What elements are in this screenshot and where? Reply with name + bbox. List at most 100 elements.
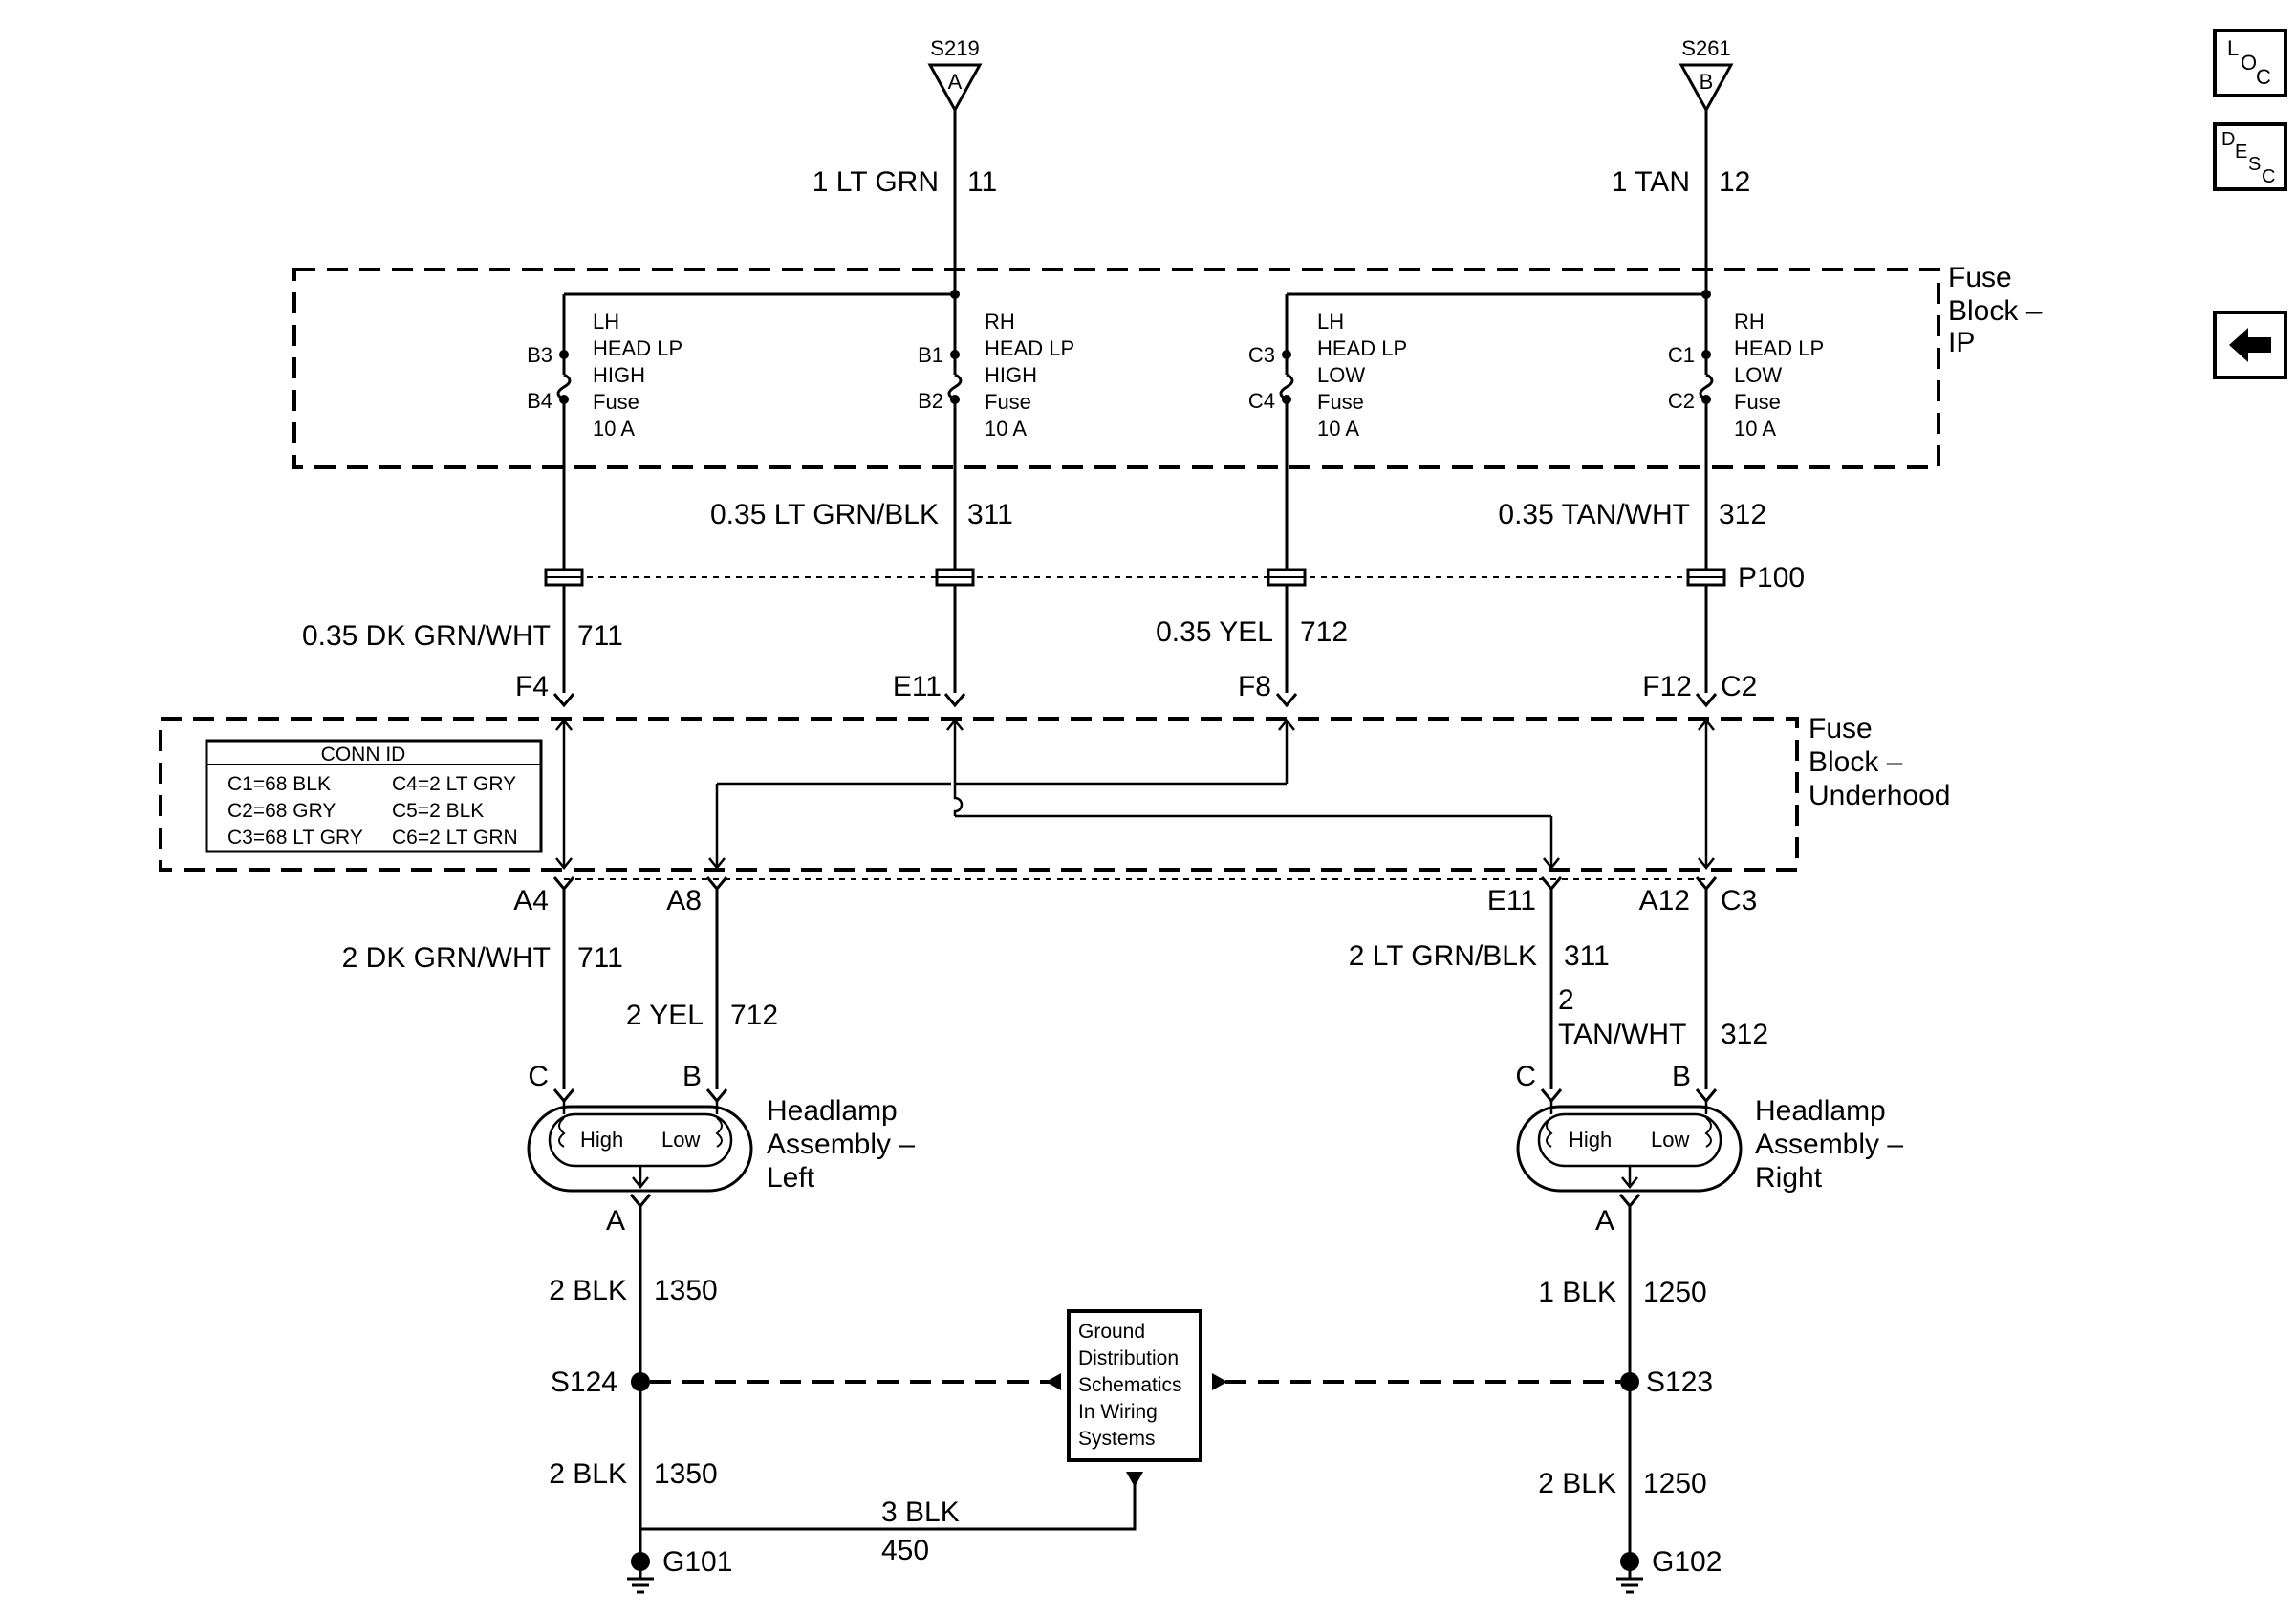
wire-312-number: 312 xyxy=(1719,499,1766,530)
wire-312b-gauge: 2 xyxy=(1558,984,1574,1016)
wire-711-number: 711 xyxy=(577,620,623,652)
svg-text:C4: C4 xyxy=(1248,389,1275,413)
back-button[interactable] xyxy=(2213,311,2287,379)
connector-p100-label: P100 xyxy=(1738,562,1805,593)
wire-1250-number-b: 1250 xyxy=(1643,1468,1707,1499)
pin-c3: C3 xyxy=(1721,885,1757,916)
fuse-block-underhood-outline xyxy=(159,717,1799,872)
underhood-internal-wiring xyxy=(555,718,1715,871)
pin-c2: C2 xyxy=(1721,671,1757,702)
pin-e11-top: E11 xyxy=(893,671,942,702)
svg-text:HIGH: HIGH xyxy=(593,363,645,387)
wire-712b-label: 2 YEL xyxy=(626,1000,704,1031)
wire-712-label: 0.35 YEL xyxy=(1156,616,1273,648)
svg-text:C1=68 BLK: C1=68 BLK xyxy=(227,773,331,795)
svg-text:C: C xyxy=(2256,65,2271,89)
wire-711b-label: 2 DK GRN/WHT xyxy=(342,942,551,974)
svg-text:10 A: 10 A xyxy=(1734,417,1776,441)
wire-312b-color: TAN/WHT xyxy=(1558,1019,1686,1050)
wire-1350-number-b: 1350 xyxy=(654,1458,718,1490)
svg-text:D: D xyxy=(2221,129,2235,150)
headlamp-right: C B High Low A Headlamp Assembly – Right xyxy=(1515,1061,1903,1237)
svg-text:LOW: LOW xyxy=(1317,363,1365,387)
svg-text:Low: Low xyxy=(1651,1128,1689,1152)
svg-text:HEAD LP: HEAD LP xyxy=(1734,336,1824,360)
wire-311-number: 311 xyxy=(967,499,1013,530)
conn-id-table: CONN ID C1=68 BLK C4=2 LT GRY C2=68 GRY … xyxy=(205,739,543,853)
svg-text:C3=68 LT GRY: C3=68 LT GRY xyxy=(227,827,363,849)
svg-text:High: High xyxy=(580,1128,623,1152)
pin-a12: A12 xyxy=(1639,885,1690,916)
wire-1250-label-a: 1 BLK xyxy=(1538,1277,1616,1308)
fuse-lh-low: C3 C4 LH HEAD LP LOW Fuse 10 A xyxy=(1248,310,1407,693)
headlamp-left: C B High Low A Headlamp Assembly – Left xyxy=(527,1061,915,1237)
svg-text:RH: RH xyxy=(1734,310,1765,334)
svg-text:CONN ID: CONN ID xyxy=(321,743,406,765)
wire-312b-number: 312 xyxy=(1721,1019,1768,1050)
svg-text:O: O xyxy=(2241,51,2257,75)
svg-text:S: S xyxy=(2248,154,2261,175)
svg-text:B: B xyxy=(682,1061,702,1092)
svg-text:B2: B2 xyxy=(918,389,943,413)
svg-text:HIGH: HIGH xyxy=(985,363,1037,387)
svg-text:Headlamp: Headlamp xyxy=(767,1095,898,1127)
svg-text:Fuse: Fuse xyxy=(1317,390,1364,414)
pin-a4: A4 xyxy=(513,885,549,916)
wire-11-number: 11 xyxy=(967,166,997,198)
svg-text:LOW: LOW xyxy=(1734,363,1782,387)
svg-text:C3: C3 xyxy=(1248,343,1275,367)
svg-text:Fuse: Fuse xyxy=(985,390,1031,414)
fuse-block-underhood-label: Fuse Block – Underhood xyxy=(1809,713,1950,811)
splice-s261-label: S261 xyxy=(1681,36,1730,60)
wire-311-label: 0.35 LT GRN/BLK xyxy=(710,499,939,530)
wire-711b-number: 711 xyxy=(577,942,623,974)
svg-text:IP: IP xyxy=(1948,327,1975,358)
ground-g101 xyxy=(627,1552,654,1594)
svg-text:HEAD LP: HEAD LP xyxy=(1317,336,1407,360)
wire-450-label: 3 BLK xyxy=(881,1497,960,1528)
svg-text:Low: Low xyxy=(661,1128,700,1152)
loc-button[interactable]: L O C xyxy=(2213,29,2287,97)
splice-s261: S261 B xyxy=(1679,36,1734,114)
desc-button[interactable]: D E S C xyxy=(2213,122,2287,191)
svg-text:C1: C1 xyxy=(1668,343,1695,367)
splice-s219-letter: A xyxy=(948,70,963,94)
svg-text:Distribution: Distribution xyxy=(1078,1347,1179,1369)
svg-text:A: A xyxy=(1595,1205,1614,1237)
svg-text:Ground: Ground xyxy=(1078,1321,1145,1343)
wire-311b-number: 311 xyxy=(1564,940,1610,972)
svg-text:C2: C2 xyxy=(1668,389,1695,413)
svg-text:C: C xyxy=(2262,166,2275,187)
svg-text:Fuse: Fuse xyxy=(1809,713,1873,744)
svg-text:C6=2 LT GRN: C6=2 LT GRN xyxy=(392,827,518,849)
ground-g102 xyxy=(1616,1552,1643,1594)
svg-text:In Wiring: In Wiring xyxy=(1078,1401,1158,1423)
svg-text:C: C xyxy=(528,1061,549,1092)
fuse-rh-high: B1 B2 RH HEAD LP HIGH Fuse 10 A xyxy=(918,294,1074,693)
svg-text:10 A: 10 A xyxy=(985,417,1027,441)
pin-a8: A8 xyxy=(666,885,702,916)
fuse-rh-low: C1 C2 RH HEAD LP LOW Fuse 10 A xyxy=(1668,294,1824,693)
svg-text:HEAD LP: HEAD LP xyxy=(593,336,682,360)
ground-g102-label: G102 xyxy=(1652,1546,1722,1578)
ground-distribution-box[interactable]: Ground Distribution Schematics In Wiring… xyxy=(1067,1309,1202,1462)
svg-text:LH: LH xyxy=(1317,310,1344,334)
svg-text:L: L xyxy=(2227,36,2239,60)
svg-text:RH: RH xyxy=(985,310,1015,334)
pin-f4: F4 xyxy=(515,671,549,702)
svg-text:10 A: 10 A xyxy=(1317,417,1359,441)
wire-712-number: 712 xyxy=(1300,616,1348,648)
left-arrow-icon xyxy=(2229,328,2271,362)
wire-12-number: 12 xyxy=(1719,166,1750,198)
svg-text:C2=68 GRY: C2=68 GRY xyxy=(227,800,336,822)
ground-g101-label: G101 xyxy=(662,1546,732,1578)
connector-p100 xyxy=(544,568,1726,587)
svg-text:C: C xyxy=(1515,1061,1536,1092)
svg-text:Schematics: Schematics xyxy=(1078,1374,1182,1396)
svg-text:A: A xyxy=(606,1205,625,1237)
splice-s261-letter: B xyxy=(1700,70,1714,94)
svg-text:Block –: Block – xyxy=(1948,295,2043,327)
svg-text:Assembly –: Assembly – xyxy=(767,1129,915,1160)
fuse-block-ip-outline xyxy=(292,268,1940,469)
